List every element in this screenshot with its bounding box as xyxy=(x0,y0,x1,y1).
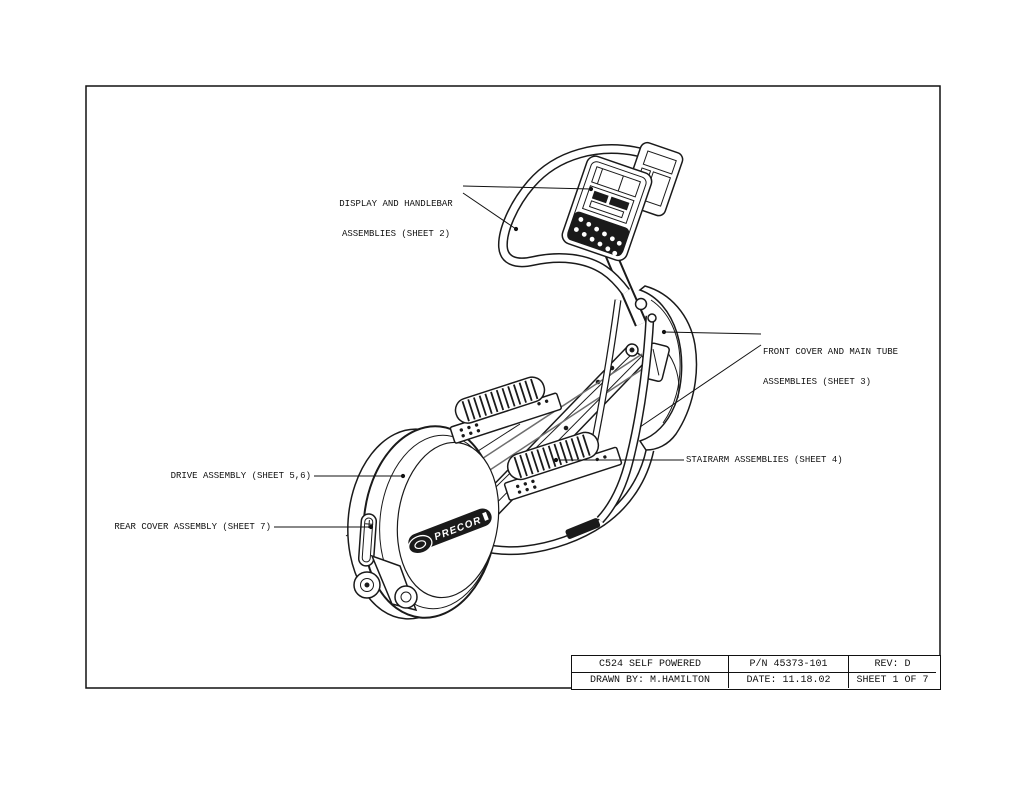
title-block: C524 SELF POWERED P/N 45373-101 REV: D D… xyxy=(571,655,941,690)
sheet-border xyxy=(85,85,941,689)
title-block-model: C524 SELF POWERED xyxy=(598,658,702,670)
callout-display-handlebar: DISPLAY AND HANDLEBAR ASSEMBLIES (SHEET … xyxy=(330,179,462,259)
callout-line: ASSEMBLIES (SHEET 2) xyxy=(341,229,451,239)
pedal-front xyxy=(503,431,623,501)
callout-drive: DRIVE ASSEMBLY (SHEET 5,6) xyxy=(170,471,311,481)
drive-housing: PRECOR xyxy=(347,425,500,620)
stairarm-foot-pad xyxy=(565,518,601,539)
elliptical-machine-drawing: PRECOR xyxy=(345,141,698,620)
callout-stairarm: STAIRARM ASSEMBLIES (SHEET 4) xyxy=(686,455,843,465)
title-block-drawn-by: DRAWN BY: M.HAMILTON xyxy=(572,672,728,688)
title-block-sheet-number: SHEET 1 OF 7 xyxy=(848,672,936,688)
callout-front-cover: FRONT COVER AND MAIN TUBE ASSEMBLIES (SH… xyxy=(763,327,898,407)
console-keypad xyxy=(567,211,630,257)
pedal-rear xyxy=(449,376,562,444)
stairarm-tubes xyxy=(588,297,657,524)
transport-wheels xyxy=(353,571,418,609)
handlebar-loop xyxy=(497,144,645,296)
callout-line: FRONT COVER AND MAIN TUBE xyxy=(763,347,899,357)
title-block-date: DATE: 11.18.02 xyxy=(728,672,848,688)
callout-rear-cover: REAR COVER ASSEMBLY (SHEET 7) xyxy=(114,522,271,532)
title-block-part-number: P/N 45373-101 xyxy=(728,656,848,672)
callout-line: ASSEMBLIES (SHEET 3) xyxy=(763,377,872,387)
callout-leaders xyxy=(274,185,762,530)
callout-line: DISPLAY AND HANDLEBAR xyxy=(339,199,453,209)
display-console xyxy=(561,155,653,262)
title-block-revision: REV: D xyxy=(848,656,936,672)
